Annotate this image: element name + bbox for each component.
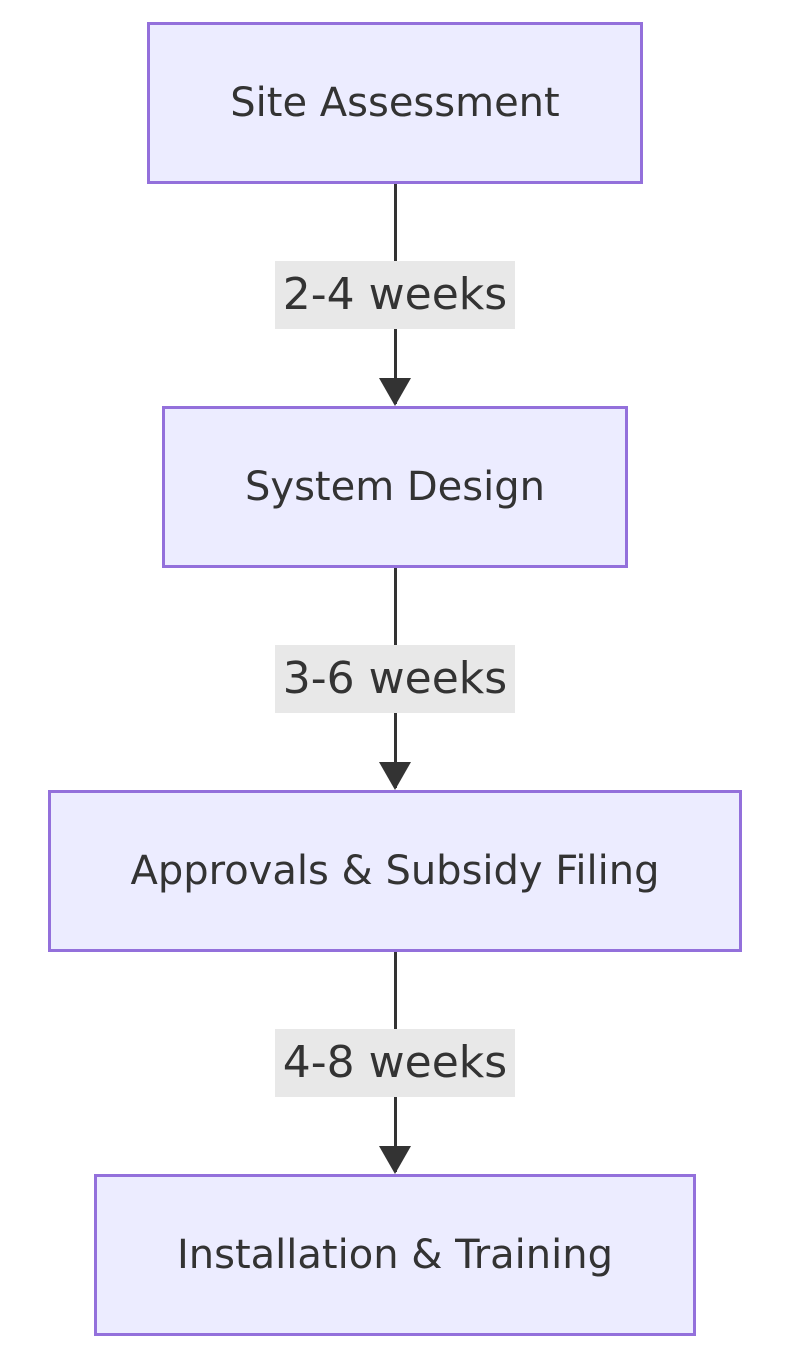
node-label: Approvals & Subsidy Filing — [130, 848, 660, 894]
node-site-assessment: Site Assessment — [147, 22, 643, 184]
edge-label: 4-8 weeks — [274, 1029, 516, 1097]
edge-label: 3-6 weeks — [274, 645, 516, 713]
edge-label: 2-4 weeks — [274, 261, 516, 329]
arrowhead-down-icon — [379, 1146, 411, 1174]
edge-system-design-to-approvals: 3-6 weeks — [0, 568, 790, 790]
node-installation-training: Installation & Training — [94, 1174, 696, 1336]
node-label: Installation & Training — [177, 1232, 613, 1278]
edge-site-assessment-to-system-design: 2-4 weeks — [0, 184, 790, 406]
node-label: System Design — [245, 464, 545, 510]
node-label: Site Assessment — [230, 80, 560, 126]
edge-approvals-to-installation: 4-8 weeks — [0, 952, 790, 1174]
arrowhead-down-icon — [379, 378, 411, 406]
arrowhead-down-icon — [379, 762, 411, 790]
node-approvals-subsidy-filing: Approvals & Subsidy Filing — [47, 790, 743, 952]
node-system-design: System Design — [162, 406, 628, 568]
